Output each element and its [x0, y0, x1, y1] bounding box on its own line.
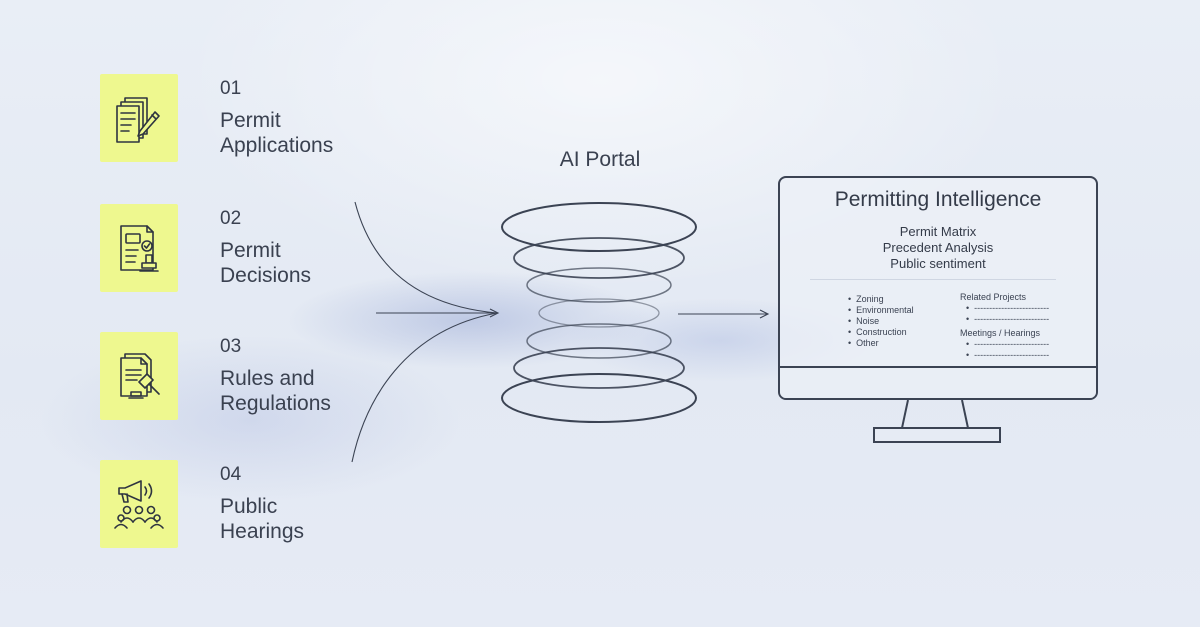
source-title: Permit Applications: [220, 109, 334, 157]
source-title: Permit Decisions: [220, 239, 312, 287]
category-item: Noise: [848, 316, 914, 327]
monitor-stand-base: [873, 427, 1001, 443]
related-heading: Related Projects: [960, 292, 1027, 302]
screen-divider: [810, 279, 1056, 280]
source-number: 02: [220, 208, 242, 229]
category-item: Construction: [848, 327, 914, 338]
documents-pen-icon: [100, 74, 178, 162]
document-stamp-icon: [100, 204, 178, 292]
document-gavel-icon: [100, 332, 178, 420]
source-title: Rules and Regulations: [220, 367, 331, 415]
meetings-list: ------------------------- --------------…: [960, 339, 1080, 361]
category-item: Zoning: [848, 294, 914, 305]
summary-line: Permit Matrix: [899, 224, 977, 239]
meetings-item: -------------------------: [966, 339, 1080, 350]
monitor-screen: Permitting Intelligence Permit Matrix Pr…: [778, 176, 1098, 400]
meetings-heading: Meetings / Hearings: [960, 328, 1041, 338]
category-item: Environmental: [848, 305, 914, 316]
source-number: 04: [220, 464, 242, 485]
arrowhead-out: [759, 309, 770, 319]
monitor-bezel: [780, 366, 1096, 398]
related-item: -------------------------: [966, 303, 1080, 314]
source-permit-decisions: 02 Permit Decisions: [100, 204, 380, 294]
category-list: Zoning Environmental Noise Construction …: [848, 294, 914, 349]
related-item: -------------------------: [966, 314, 1080, 325]
meetings-item: -------------------------: [966, 350, 1080, 361]
source-title: Public Hearings: [220, 495, 305, 543]
monitor-stand-neck: [901, 399, 969, 429]
source-number: 03: [220, 336, 242, 357]
summary-line: Precedent Analysis: [882, 240, 994, 255]
related-list: ------------------------- --------------…: [960, 303, 1080, 325]
stacked-rings-icon: [501, 202, 697, 423]
source-rules-regulations: 03 Rules and Regulations: [100, 332, 380, 422]
monitor-summary: Permit Matrix Precedent Analysis Public …: [780, 224, 1096, 272]
summary-line: Public sentiment: [890, 256, 986, 271]
monitor-title: Permitting Intelligence: [834, 188, 1042, 211]
source-number: 01: [220, 78, 242, 99]
megaphone-audience-icon: [100, 460, 178, 548]
connector-top: [354, 201, 498, 314]
portal-label: AI Portal: [559, 148, 641, 171]
category-item: Other: [848, 338, 914, 349]
arrowhead-in: [489, 308, 500, 318]
source-permit-applications: 01 Permit Applications: [100, 74, 380, 164]
connector-bottom: [351, 312, 498, 463]
related-panel: Related Projects -----------------------…: [960, 292, 1080, 364]
source-public-hearings: 04 Public Hearings: [100, 460, 380, 550]
